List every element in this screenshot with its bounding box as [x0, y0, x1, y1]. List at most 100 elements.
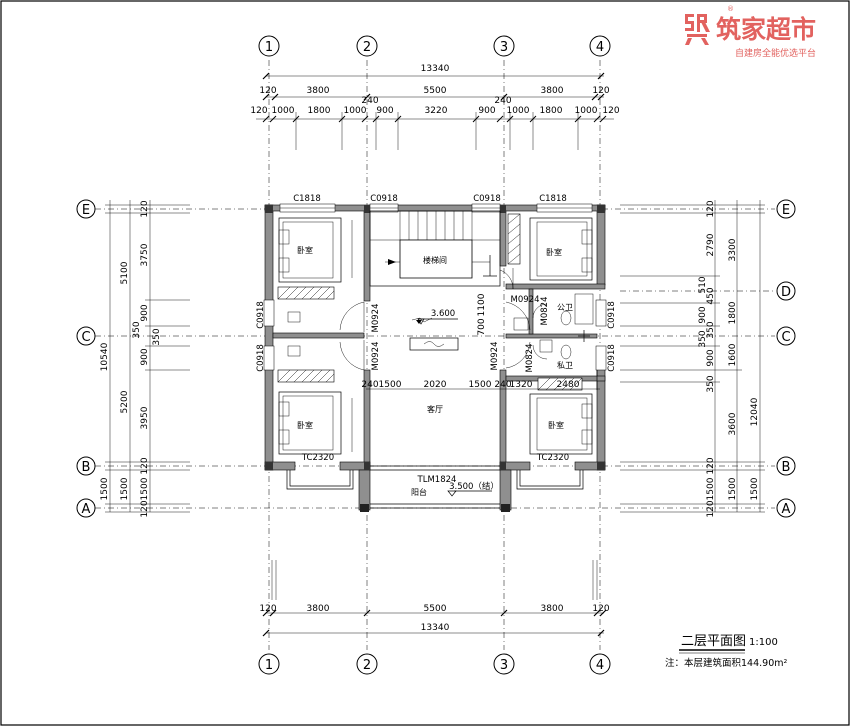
svg-text:5500: 5500: [424, 604, 447, 614]
svg-text:2: 2: [363, 40, 371, 55]
svg-text:900: 900: [140, 304, 150, 321]
svg-text:C0918: C0918: [607, 301, 617, 329]
svg-text:卧室: 卧室: [548, 420, 564, 430]
svg-text:120: 120: [250, 106, 267, 116]
svg-text:C0918: C0918: [370, 194, 398, 204]
svg-text:C0918: C0918: [607, 344, 617, 372]
svg-text:阳台: 阳台: [411, 487, 427, 497]
fireplace-icon: [409, 317, 459, 351]
axis-bubble-2-bottom: 2: [356, 653, 378, 675]
room-labels: 卧室 卧室 卧室 卧室 楼梯间 客厅 公卫 私卫 阳台: [297, 245, 573, 497]
svg-text:510: 510: [698, 276, 708, 293]
svg-text:B: B: [782, 460, 791, 475]
svg-text:C1818: C1818: [539, 194, 567, 204]
svg-text:TC2320: TC2320: [536, 453, 569, 463]
svg-text:E: E: [82, 203, 90, 218]
svg-text:B: B: [82, 460, 91, 475]
svg-text:私卫: 私卫: [557, 361, 573, 370]
axis-bubble-C-left: C: [76, 326, 96, 346]
svg-text:900: 900: [706, 349, 716, 366]
svg-text:3950: 3950: [140, 406, 150, 429]
axis-bubble-E-right: E: [776, 199, 796, 219]
svg-text:240: 240: [494, 380, 511, 390]
svg-text:2790: 2790: [706, 233, 716, 256]
svg-text:120: 120: [706, 200, 716, 217]
svg-text:5100: 5100: [120, 261, 130, 284]
axis-bubble-A-right: A: [776, 498, 796, 518]
svg-text:1800: 1800: [728, 301, 738, 324]
svg-text:5500: 5500: [424, 86, 447, 96]
opening-labels: C1818 C0918 C0918 C1818 C0918 C0918 C091…: [256, 194, 617, 485]
svg-text:TLM1824: TLM1824: [417, 475, 457, 485]
svg-text:120: 120: [706, 457, 716, 474]
svg-text:12040: 12040: [750, 397, 760, 426]
drawing-title-text: 二层平面图: [681, 634, 746, 649]
left-dimensions: 10540 1500 5100 5200 1500 120 3750 900 3…: [100, 200, 190, 518]
svg-text:1000: 1000: [575, 106, 598, 116]
brand-name: 筑家超市: [716, 15, 816, 44]
svg-text:2: 2: [363, 658, 371, 673]
svg-text:1600: 1600: [728, 343, 738, 366]
svg-text:13340: 13340: [421, 64, 450, 74]
svg-text:1800: 1800: [308, 106, 331, 116]
svg-text:D: D: [781, 285, 791, 300]
svg-text:1500: 1500: [728, 477, 738, 500]
svg-text:120: 120: [592, 604, 609, 614]
svg-text:1000: 1000: [272, 106, 295, 116]
svg-text:3800: 3800: [541, 604, 564, 614]
svg-text:10540: 10540: [100, 342, 110, 371]
svg-text:4: 4: [596, 658, 604, 673]
svg-text:4: 4: [596, 40, 604, 55]
svg-text:3.600: 3.600: [431, 309, 455, 319]
svg-text:13340: 13340: [421, 623, 450, 633]
axis-bubble-2-top: 2: [356, 35, 378, 57]
wardrobes: [277, 213, 583, 391]
svg-text:120: 120: [140, 500, 150, 517]
axis-bubble-3-bottom: 3: [493, 653, 515, 675]
svg-text:350: 350: [152, 328, 162, 345]
svg-text:1500: 1500: [120, 477, 130, 500]
svg-text:120: 120: [259, 604, 276, 614]
svg-text:1100: 1100: [477, 293, 487, 316]
svg-text:1500: 1500: [750, 477, 760, 500]
elevation-markers: [417, 318, 492, 497]
svg-text:1000: 1000: [507, 106, 530, 116]
svg-text:2020: 2020: [424, 380, 447, 390]
svg-text:3800: 3800: [541, 86, 564, 96]
svg-text:3.500（结）: 3.500（结）: [449, 481, 499, 492]
svg-text:3800: 3800: [307, 604, 330, 614]
right-dimensions: 12040 1500 3300 1800 1600 3600 1500 120 …: [620, 200, 765, 518]
svg-text:1500: 1500: [379, 380, 402, 390]
svg-text:120: 120: [706, 500, 716, 517]
svg-text:3: 3: [500, 658, 508, 673]
brand-mark-icon: [685, 14, 710, 45]
top-dimensions: 13340 120 3800 5500 3800 120 240 240 120…: [250, 64, 620, 150]
axis-bubble-A-left: A: [76, 498, 96, 518]
bed-icon: [278, 217, 593, 455]
doors: [339, 268, 548, 371]
registered-mark: ®: [727, 5, 734, 13]
staircase: [369, 210, 501, 287]
svg-text:350: 350: [132, 321, 142, 338]
svg-text:C0918: C0918: [256, 344, 266, 372]
svg-text:公卫: 公卫: [557, 303, 573, 312]
svg-text:5200: 5200: [120, 390, 130, 413]
svg-text:卧室: 卧室: [297, 245, 313, 255]
area-note: 注：本层建筑面积144.90m²: [665, 657, 787, 669]
svg-text:240: 240: [361, 96, 378, 106]
axis-bubble-D-right: D: [776, 281, 796, 301]
svg-text:2480: 2480: [557, 380, 580, 390]
axis-bubble-B-right: B: [776, 456, 796, 476]
svg-text:楼梯间: 楼梯间: [423, 255, 447, 265]
svg-text:120: 120: [602, 106, 619, 116]
brand-tagline: 自建房全能优选平台: [735, 47, 816, 59]
svg-text:240: 240: [361, 380, 378, 390]
elevation-labels: 3.600 3.500（结）: [431, 309, 499, 492]
drawing-scale: 1:100: [749, 637, 778, 648]
svg-text:C0918: C0918: [256, 301, 266, 329]
svg-text:1800: 1800: [540, 106, 563, 116]
svg-text:1500: 1500: [100, 477, 110, 500]
axis-grid: [95, 60, 775, 650]
svg-text:C0918: C0918: [473, 194, 501, 204]
